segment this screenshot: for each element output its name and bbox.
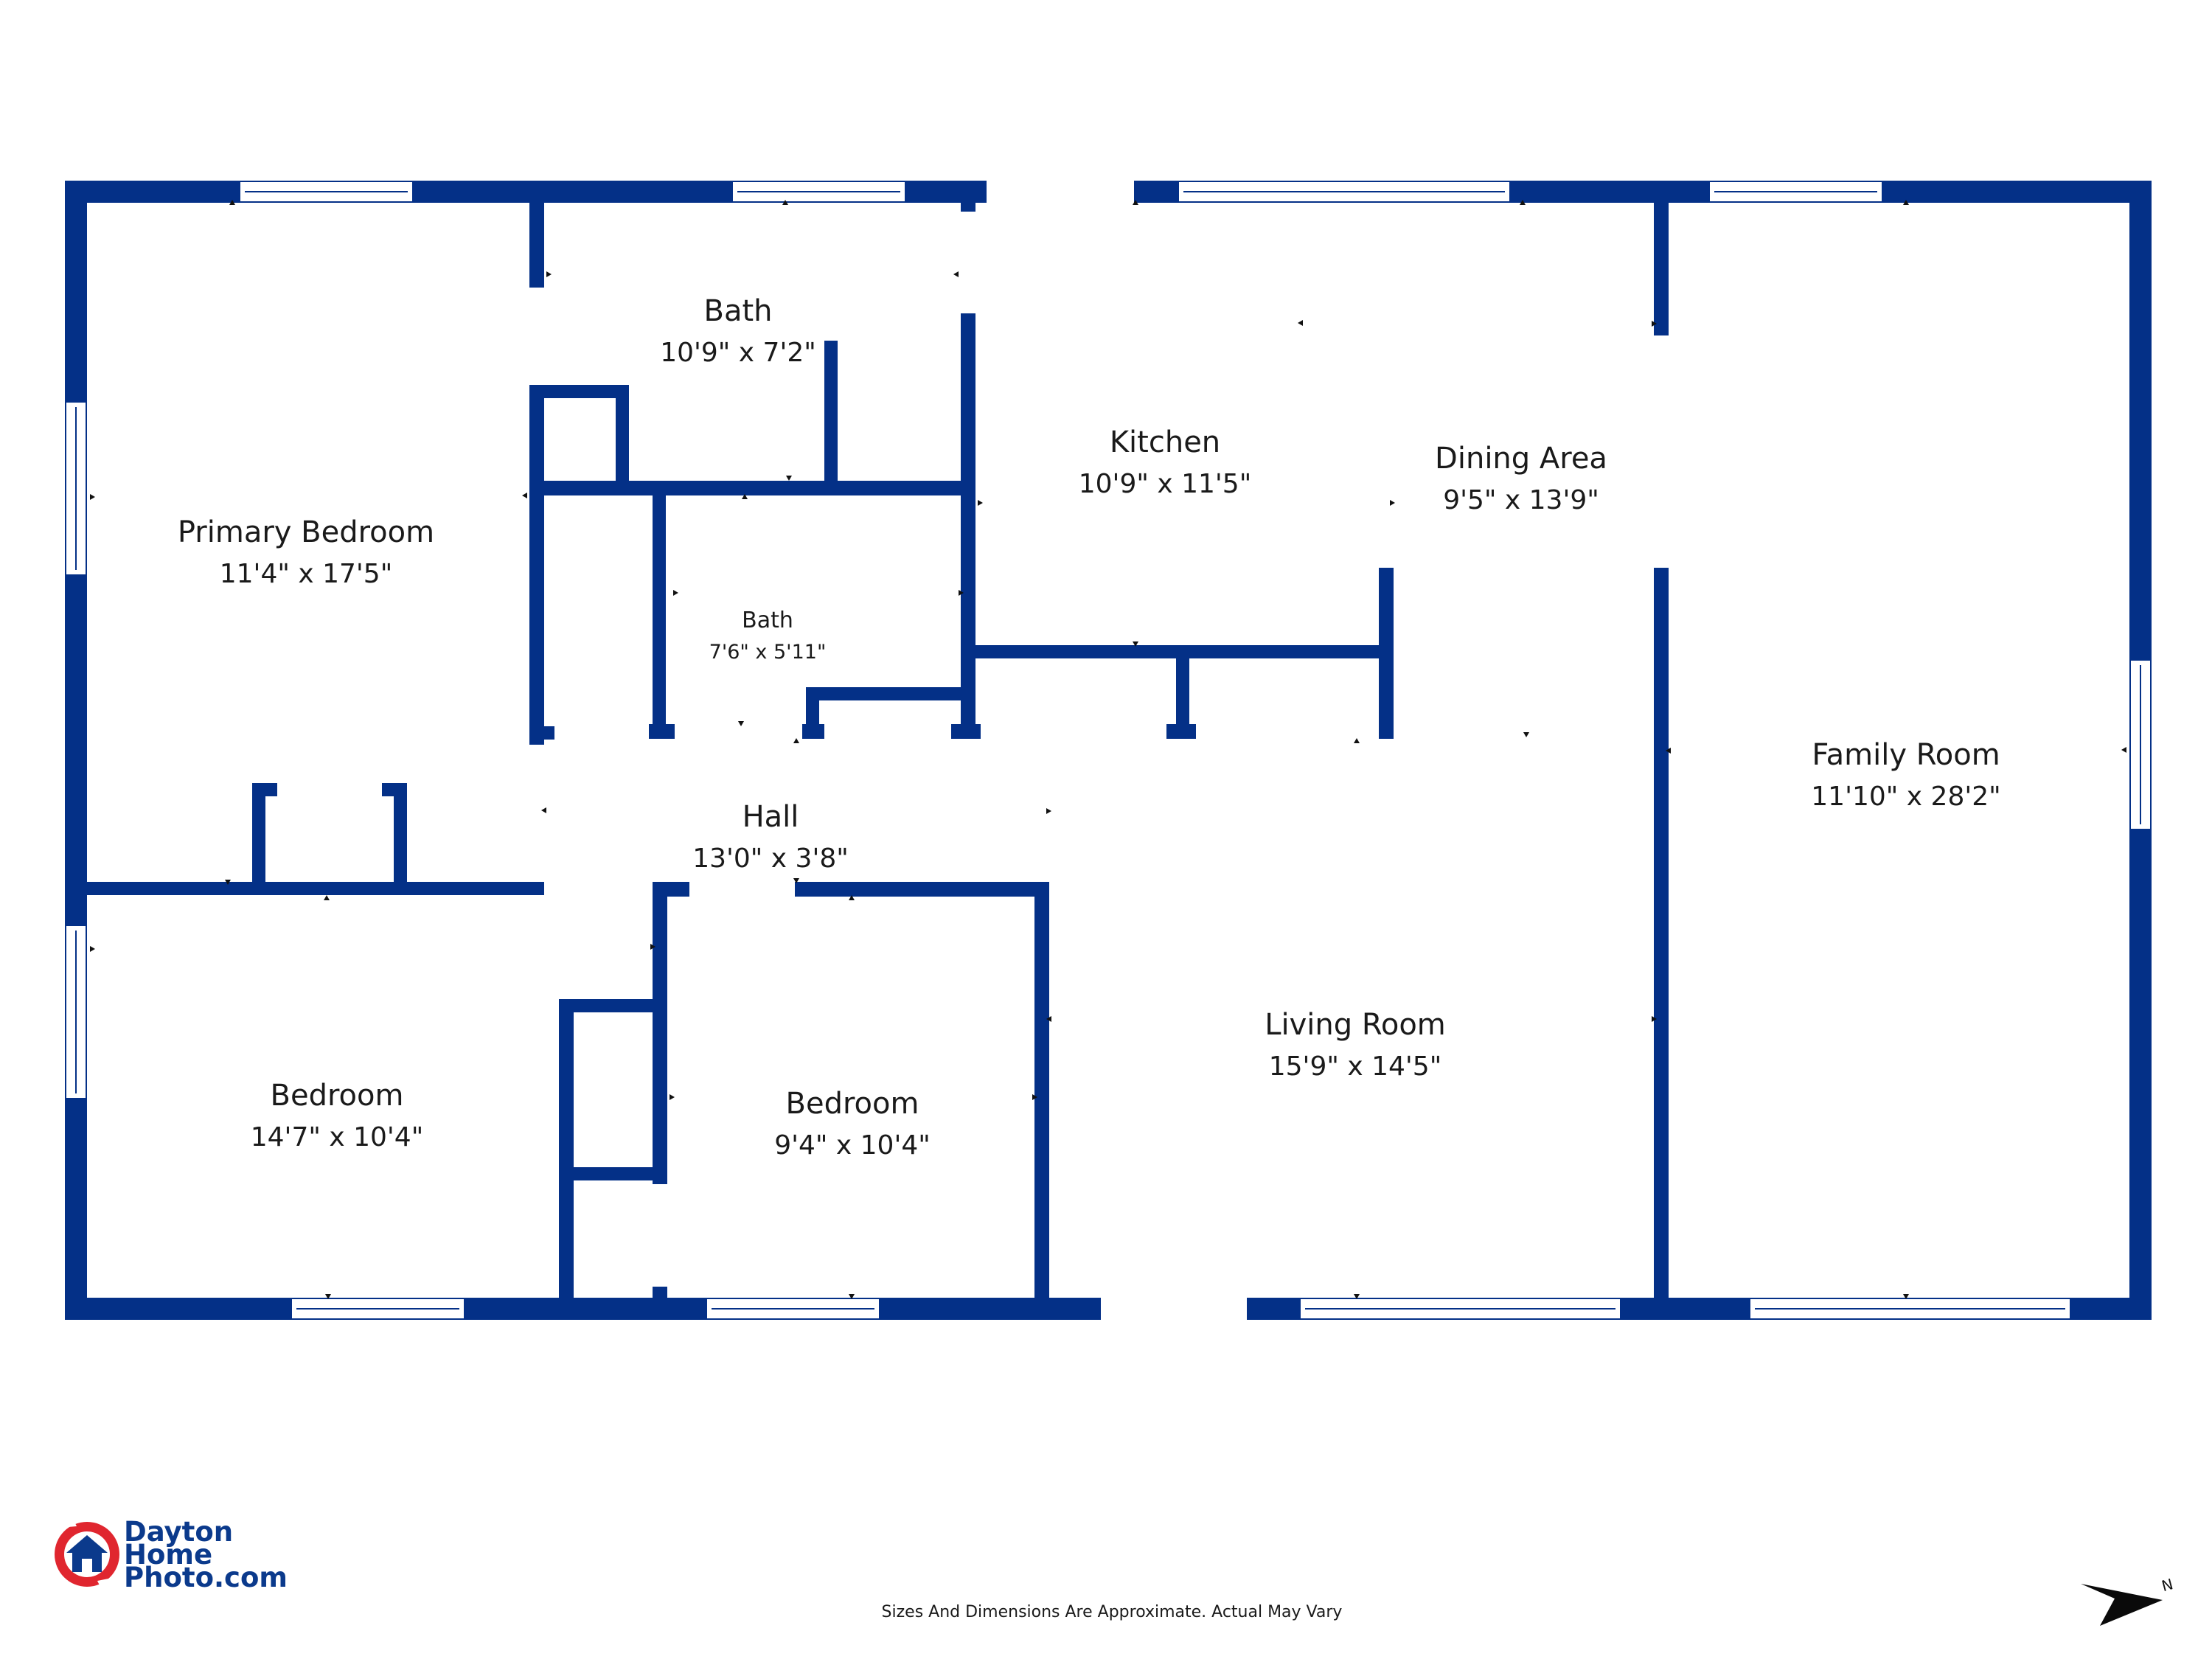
logo: Dayton Home Photo.com [55,1516,288,1593]
room-name: Bath [742,608,793,633]
room-label-dining-area: Dining Area 9'5" x 13'9" [1435,442,1607,515]
room-label-bath-1: Bath 10'9" x 7'2" [660,294,816,368]
room-name: Kitchen [1110,425,1220,459]
room-label-bedroom-1: Bedroom 14'7" x 10'4" [251,1079,424,1152]
window [706,1298,880,1320]
room-dimensions: 15'9" x 14'5" [1269,1051,1442,1082]
room-label-hall: Hall 13'0" x 3'8" [692,800,849,874]
windows [65,181,2152,1320]
logo-line-1: Dayton [124,1516,233,1548]
room-label-kitchen: Kitchen 10'9" x 11'5" [1079,425,1252,499]
north-arrow-icon: N [2081,1575,2175,1626]
door-openings [987,180,1247,1321]
room-name: Bedroom [271,1079,404,1113]
room-name: Hall [742,800,799,834]
room-label-primary-bedroom: Primary Bedroom 11'4" x 17'5" [178,515,434,589]
room-name: Family Room [1812,738,2000,772]
room-label-bath-2: Bath 7'6" x 5'11" [709,608,827,664]
window [1749,1298,2071,1320]
window [291,1298,465,1320]
room-dimensions: 13'0" x 3'8" [692,844,849,874]
room-dimensions: 9'5" x 13'9" [1443,485,1599,515]
front-door-opening [987,180,1134,204]
room-dimensions: 10'9" x 7'2" [660,338,816,368]
room-name: Dining Area [1435,442,1607,476]
window [1178,181,1511,203]
disclaimer-text: Sizes And Dimensions Are Approximate. Ac… [882,1603,1343,1621]
room-dimensions: 11'10" x 28'2" [1811,782,2000,812]
room-label-bedroom-2: Bedroom 9'4" x 10'4" [774,1087,931,1161]
window [65,925,87,1099]
room-name: Primary Bedroom [178,515,434,549]
room-name: Bath [704,294,773,328]
house-camera-icon [55,1520,119,1587]
room-dimensions: 9'4" x 10'4" [774,1130,931,1161]
room-dimensions: 11'4" x 17'5" [220,559,393,589]
logo-line-3: Photo.com [124,1562,288,1593]
logo-line-2: Home [124,1539,212,1571]
window [239,181,414,203]
room-dimensions: 7'6" x 5'11" [709,641,827,664]
room-dimensions: 14'7" x 10'4" [251,1122,424,1152]
measurement-markers [90,200,2126,1299]
window [65,401,87,576]
rear-door-opening [1101,1297,1247,1321]
compass-label: N [2160,1575,2175,1595]
room-dimensions: 10'9" x 11'5" [1079,469,1252,499]
room-name: Bedroom [786,1087,919,1121]
window [1708,181,1883,203]
room-name: Living Room [1265,1008,1446,1042]
room-label-family-room: Family Room 11'10" x 28'2" [1811,738,2000,812]
window [1299,1298,1621,1320]
window [2129,659,2152,830]
interior-walls [87,203,1669,1298]
window [731,181,906,203]
room-label-living-room: Living Room 15'9" x 14'5" [1265,1008,1446,1082]
